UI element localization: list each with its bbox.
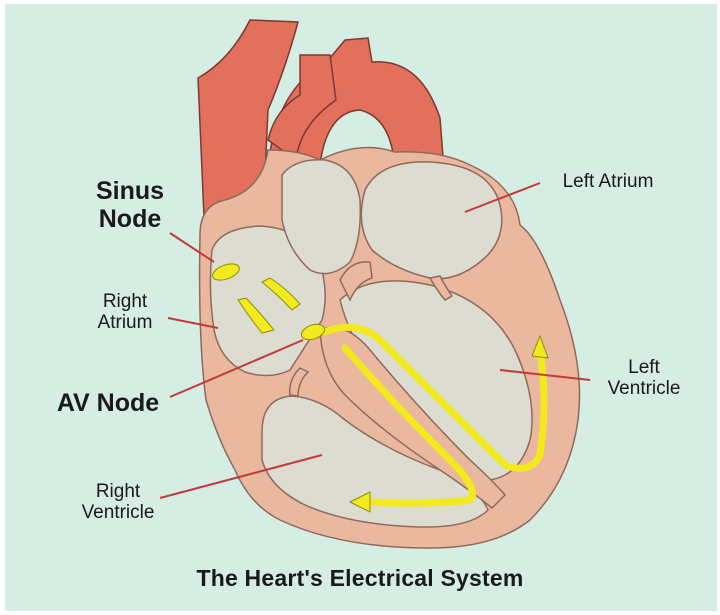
left-ventricle-label: Left Ventricle (580, 358, 708, 400)
sinus-node-label-line2: Node (70, 206, 190, 234)
diagram-title: The Heart's Electrical System (0, 566, 720, 591)
right-ventricle-label-line2: Ventricle (58, 503, 178, 524)
sinus-node-label: Sinus Node (70, 178, 190, 233)
right-ventricle-label: Right Ventricle (58, 482, 178, 524)
av-node-label-text: AV Node (38, 390, 178, 418)
right-atrium-label-line1: Right (70, 292, 180, 313)
left-atrium-label: Left Atrium (538, 172, 678, 193)
right-atrium-label: Right Atrium (70, 292, 180, 334)
left-ventricle-label-line2: Ventricle (580, 379, 708, 400)
left-ventricle-label-line1: Left (580, 358, 708, 379)
right-atrium-label-line2: Atrium (70, 313, 180, 334)
left-atrium-label-text: Left Atrium (538, 172, 678, 193)
av-node-label: AV Node (38, 390, 178, 418)
sinus-node-label-line1: Sinus (70, 178, 190, 206)
right-ventricle-label-line1: Right (58, 482, 178, 503)
